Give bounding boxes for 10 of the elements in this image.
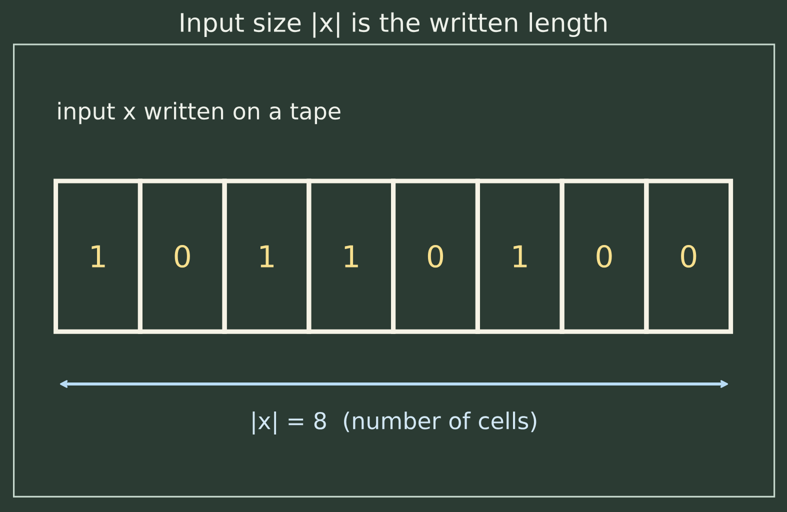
tape-cell: 1 bbox=[222, 178, 312, 334]
dimension-label: |x| = 8 (number of cells) bbox=[252, 412, 536, 434]
title: Input size |x| is the written length bbox=[180, 12, 606, 38]
tape-cell: 0 bbox=[138, 178, 227, 334]
tape-cell: 0 bbox=[644, 178, 734, 334]
tape-cell: 0 bbox=[391, 178, 480, 334]
tape-cell: 1 bbox=[306, 178, 396, 334]
tape-cell: 1 bbox=[54, 178, 142, 334]
tape-cell: 0 bbox=[560, 178, 649, 334]
tape-cell: 1 bbox=[475, 178, 564, 334]
